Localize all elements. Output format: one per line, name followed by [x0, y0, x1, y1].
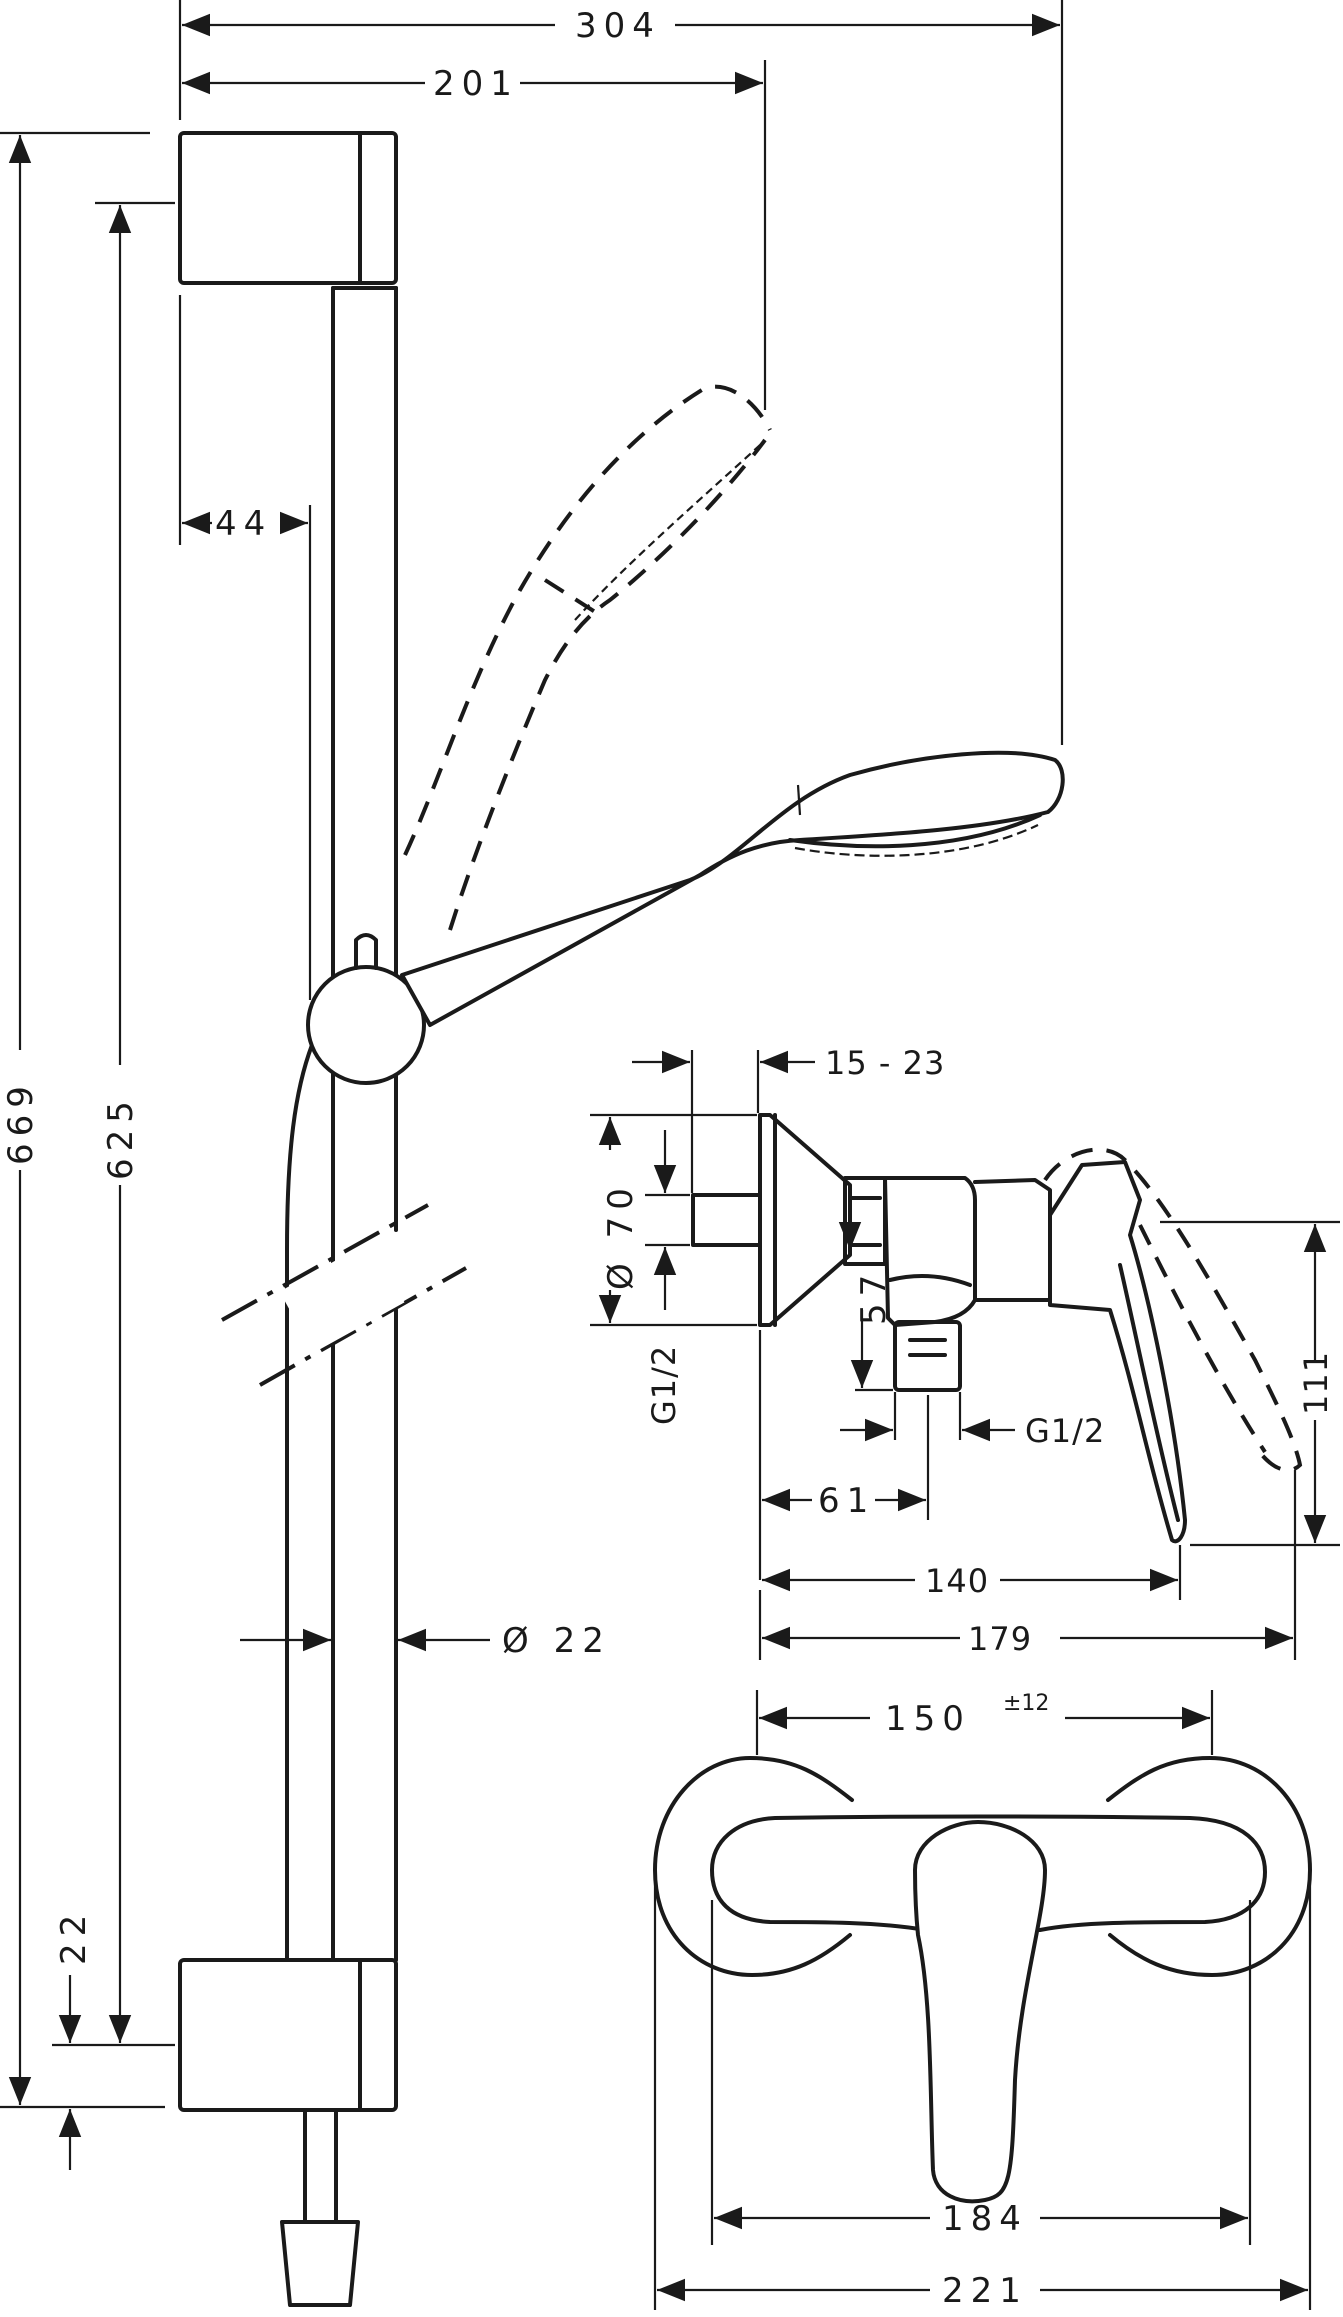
dim-label-150: 150	[885, 1699, 971, 1739]
dimension-625: 625	[52, 201, 175, 2047]
dimension-179: 179	[758, 1470, 1297, 1660]
dimension-44: 44	[178, 295, 312, 1000]
dim-label-201: 201	[433, 64, 519, 104]
dimension-g12-left: G1/2	[645, 1130, 690, 1425]
dim-label-140: 140	[925, 1562, 989, 1600]
dim-label-179: 179	[968, 1620, 1032, 1658]
dimension-184: 184	[710, 1900, 1252, 2245]
dimension-669: 669	[0, 131, 165, 2109]
dim-label-22-bottom: 22	[54, 1908, 94, 1965]
mixer-wall-rosette	[758, 1113, 852, 1327]
mixer-front-view	[653, 1756, 1312, 2204]
dim-label-15-23: 15 - 23	[825, 1044, 945, 1082]
dimension-140: 140	[762, 1545, 1182, 1600]
dim-label-61: 61	[818, 1481, 875, 1521]
dimension-15-23: 15 - 23	[632, 1044, 945, 1193]
bottom-wall-bracket	[178, 1958, 398, 2112]
hand-shower-alt-position	[403, 384, 772, 931]
dim-label-g12-left: G1/2	[645, 1345, 683, 1425]
dim-label-g12-right: G1/2	[1025, 1412, 1105, 1450]
dimension-g12-right: G1/2	[840, 1392, 1105, 1450]
dimension-150: 150 ±12	[755, 1690, 1214, 1755]
front-lever	[913, 1820, 1047, 2204]
dim-label-150-tolerance: ±12	[1003, 1691, 1049, 1716]
dimension-22-diameter: Ø 22	[240, 1621, 611, 1661]
shower-rail-assembly	[178, 131, 467, 2307]
dim-label-304: 304	[575, 6, 661, 46]
dimension-70: Ø 70	[590, 1113, 757, 1327]
mixer-lever-alt-position	[1043, 1147, 1303, 1473]
hand-shower	[400, 750, 1065, 1027]
dim-label-44: 44	[215, 504, 272, 544]
dimension-201: 201	[182, 60, 767, 410]
dimension-61: 61	[758, 1330, 930, 1580]
dim-label-diameter-22: Ø 22	[502, 1621, 611, 1661]
dimension-22-bottom: 22	[54, 1908, 94, 2170]
dim-label-57: 57	[854, 1268, 894, 1325]
mixer-body	[883, 1176, 977, 1327]
dimension-57: 57	[838, 1220, 894, 1392]
dim-label-111: 111	[1297, 1351, 1335, 1415]
mixer-lever	[1048, 1160, 1187, 1544]
dimension-221: 221	[653, 1880, 1312, 2311]
dimension-304: 304	[178, 0, 1064, 745]
top-wall-bracket	[178, 131, 398, 285]
mixer-side-view	[691, 1113, 1303, 1544]
break-line-bottom	[259, 1266, 467, 1387]
break-line-top	[221, 1203, 429, 1322]
slider-knob	[306, 965, 426, 1085]
dim-label-184: 184	[942, 2199, 1028, 2239]
dim-label-221: 221	[942, 2271, 1028, 2311]
dim-label-669: 669	[1, 1079, 41, 1165]
dim-label-diameter-70: Ø 70	[601, 1181, 641, 1290]
hose-nut	[280, 2220, 360, 2307]
front-right-rosette	[1106, 1756, 1312, 1977]
dim-label-625: 625	[101, 1094, 141, 1180]
dimension-111: 111	[1160, 1220, 1340, 1547]
front-left-rosette	[653, 1756, 854, 1977]
